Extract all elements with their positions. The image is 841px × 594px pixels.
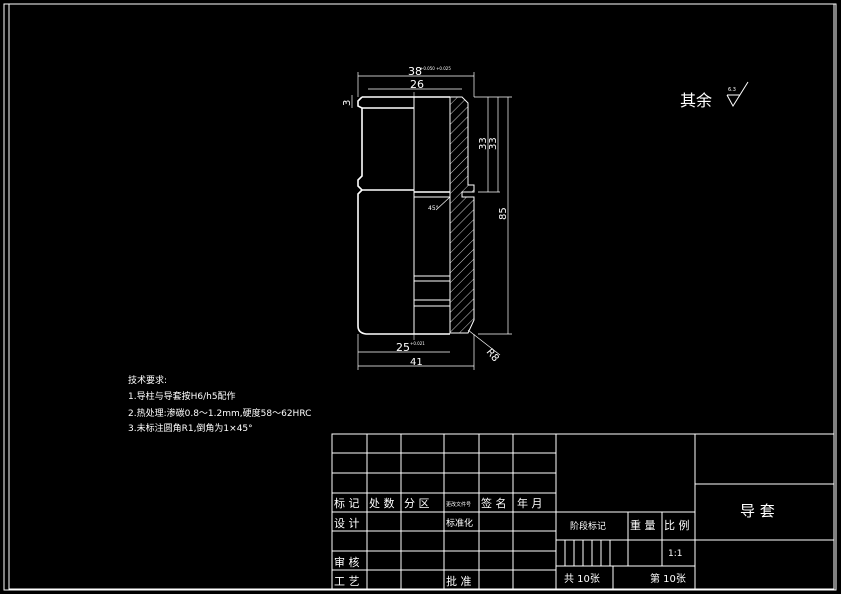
outline-lower (357, 189, 450, 335)
tb-process: 工 艺 (334, 575, 360, 588)
dim-33-b: 33 (488, 137, 499, 150)
tb-header-mark: 标 记 (334, 496, 360, 510)
title-block: 标 记 处 数 分 区 更改文件号 签 名 年 月 设 计 标准化 阶段标记 重… (331, 433, 835, 590)
tb-sheet-no: 第 10张 (650, 572, 686, 585)
tb-header-zone: 分 区 (404, 497, 430, 510)
dim-collar: 3 (342, 100, 353, 106)
tb-header-doc: 更改文件号 (446, 501, 471, 508)
tech-item-2: 2.热处理:渗碳0.8～1.2mm,硬度58～62HRC (128, 407, 311, 419)
tb-approve: 批 准 (446, 574, 472, 588)
tb-weight: 重 量 (630, 518, 656, 532)
dim-bottom-bore: 25 (396, 341, 410, 354)
remark-text: 其余 (680, 91, 712, 110)
dim-top-width: 38 (408, 65, 422, 78)
tb-review: 审 核 (334, 555, 360, 569)
outline-upper (357, 96, 450, 191)
dim-angle: 45° (428, 205, 439, 212)
tech-heading: 技术要求: (128, 374, 167, 386)
tb-part-name: 导 套 (740, 502, 775, 520)
part-view: 38 +0.050 +0.025 26 3 33 33 85 25 +0.021… (342, 65, 512, 370)
dim-bore: 26 (410, 78, 424, 91)
roughness-value: 6.3 (728, 87, 736, 93)
dim-33-a: 33 (478, 137, 489, 150)
tech-item-1: 1.导柱与导套按H6/h5配作 (128, 390, 236, 402)
tb-standardize: 标准化 (446, 517, 473, 529)
section-hatch (449, 96, 475, 334)
dim-outer: 41 (410, 357, 423, 368)
tb-scale-value: 1:1 (668, 549, 682, 559)
tb-header-count: 处 数 (369, 497, 395, 510)
tb-header-sign: 签 名 (481, 496, 507, 510)
dim-total: 85 (498, 207, 509, 220)
tb-sheets-total: 共 10张 (564, 573, 600, 585)
roughness-symbol (726, 81, 749, 107)
tech-item-3: 3.未标注圆角R1,倒角为1×45° (128, 422, 253, 434)
dim-bottom-bore-tol: +0.021 (410, 341, 425, 346)
tb-design: 设 计 (334, 517, 360, 530)
tb-scale-label: 比 例 (664, 518, 690, 532)
tb-stage-mark: 阶段标记 (570, 520, 606, 532)
tech-requirements: 技术要求: 1.导柱与导套按H6/h5配作 2.热处理:渗碳0.8～1.2mm,… (128, 374, 311, 434)
dim-top-width-tol: +0.050 +0.025 (420, 66, 451, 71)
dim-radius: R8 (484, 347, 501, 364)
tb-header-date: 年 月 (517, 496, 543, 510)
